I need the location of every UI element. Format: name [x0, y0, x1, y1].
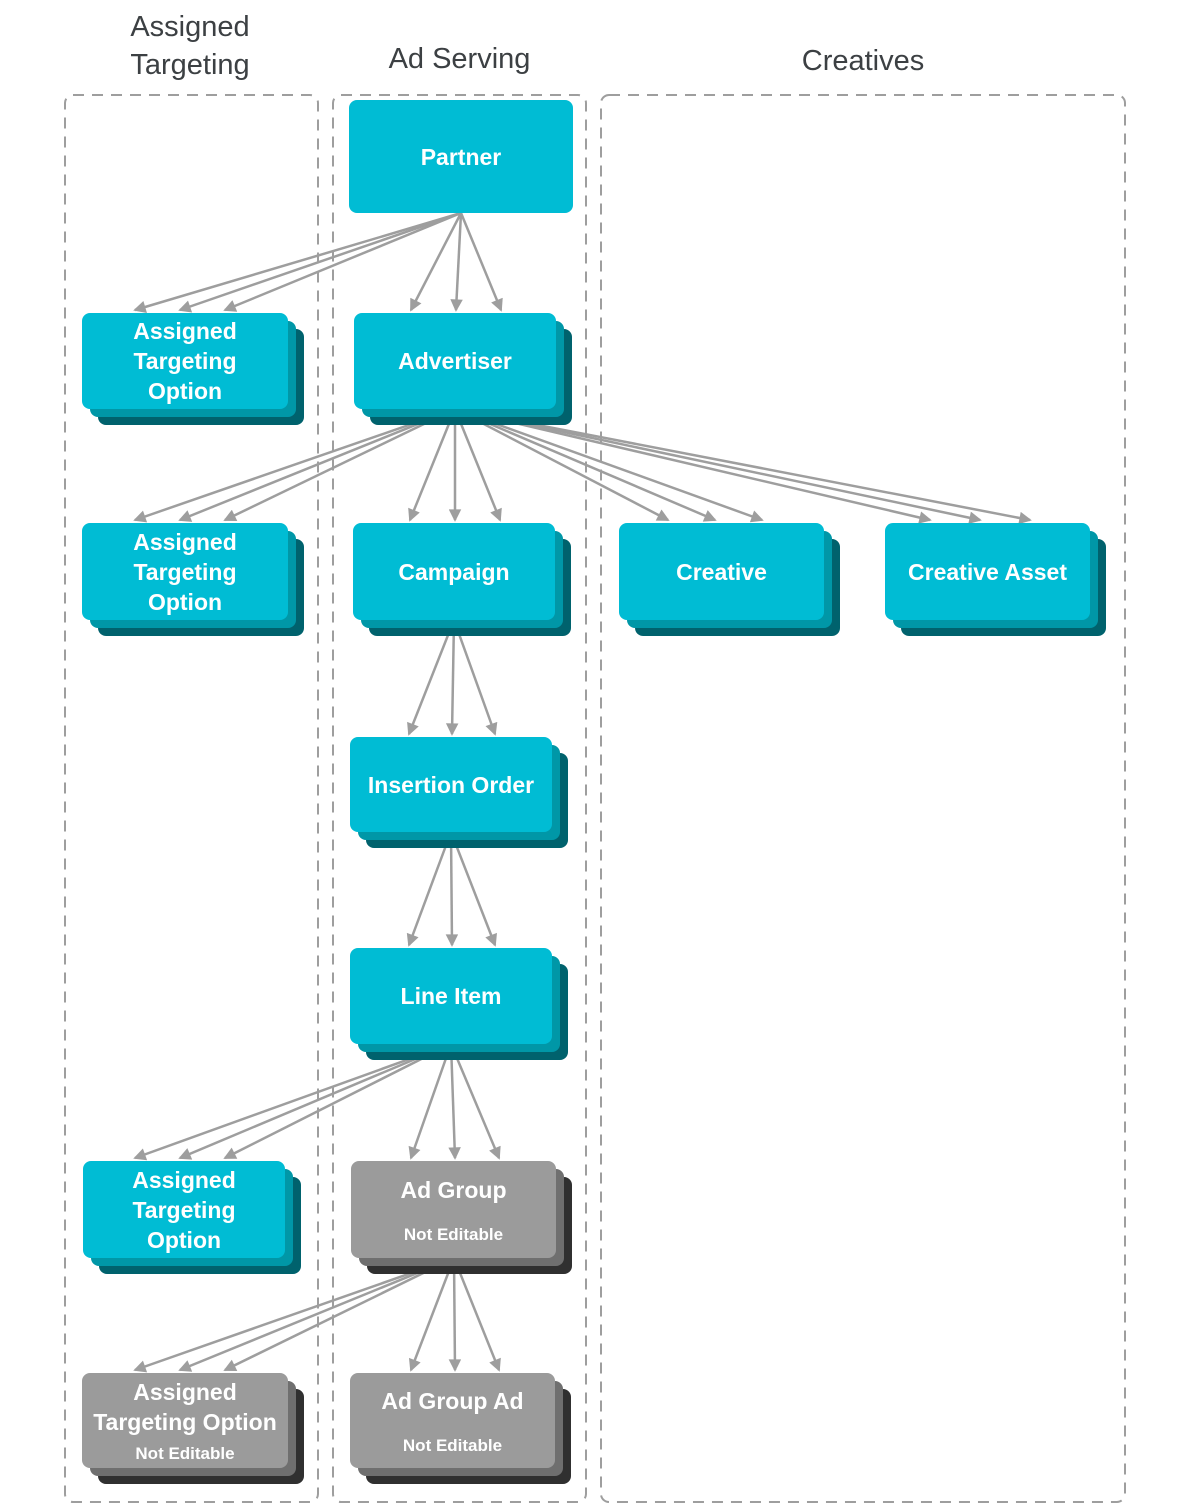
arrows-advertiser-to-campaign	[408, 408, 502, 522]
column-header-assigned-targeting: Assigned Targeting	[130, 11, 250, 81]
node-assigned-targeting-option-advertiser-level: Assigned Targeting Option	[82, 523, 288, 620]
node-assigned-targeting-option-line-item-level: Assigned Targeting Option	[83, 1161, 285, 1258]
node-label: Assigned Targeting Option	[93, 1379, 277, 1435]
arrows-ad-group-to-assigned-targeting-option	[133, 1256, 455, 1373]
arrows-partner-to-assigned-targeting-option	[133, 211, 462, 313]
column-header-ad-serving: Ad Serving	[388, 43, 531, 75]
node-advertiser: Advertiser	[354, 313, 556, 409]
node-partner: Partner	[349, 100, 573, 213]
node-line-item-label: Line Item	[400, 983, 502, 1009]
column-border-ad-serving	[332, 94, 587, 1503]
node-ad-group-ad-label: Ad Group Ad	[381, 1387, 524, 1414]
node-advertiser-label: Advertiser	[398, 348, 512, 374]
node-ad-group: Ad Group Not Editable	[351, 1161, 556, 1258]
node-ad-group-ad: Ad Group Ad Not Editable	[350, 1373, 555, 1468]
node-label: Assigned Targeting Option	[133, 528, 237, 615]
node-assigned-targeting-option-partner-level: Assigned Targeting Option	[82, 313, 288, 409]
node-creative: Creative	[619, 523, 824, 620]
not-editable-badge: Not Editable	[403, 1224, 504, 1244]
arrows-advertiser-to-assigned-targeting-option	[133, 407, 456, 523]
node-creative-asset-label: Creative Asset	[908, 558, 1067, 585]
arrows-ad-group-to-ad-group-ad	[408, 1257, 501, 1372]
arrows-advertiser-to-creative	[454, 407, 764, 523]
node-assigned-targeting-option-ad-group-level: Assigned Targeting Option Not Editable	[82, 1373, 288, 1468]
node-creative-label: Creative	[676, 558, 767, 585]
node-creative-asset: Creative Asset	[885, 523, 1090, 620]
column-border-creatives	[600, 94, 1126, 1503]
node-ad-group-label: Ad Group	[400, 1176, 507, 1203]
arrows-line-item-to-ad-group	[408, 1043, 501, 1160]
node-insertion-order: Insertion Order	[350, 737, 552, 832]
arrows-line-item-to-assigned-targeting-option	[133, 1042, 452, 1161]
node-insertion-order-label: Insertion Order	[367, 771, 535, 798]
column-border-assigned-targeting	[64, 94, 319, 1503]
not-editable-badge: Not Editable	[135, 1444, 235, 1463]
arrows-campaign-to-insertion-order	[407, 619, 498, 736]
node-line-item: Line Item	[350, 948, 552, 1044]
arrows-partner-to-advertiser	[409, 212, 503, 312]
node-label: Assigned Targeting Option	[132, 1166, 236, 1253]
node-partner-label: Partner	[420, 143, 502, 170]
node-campaign: Campaign	[353, 523, 555, 620]
arrows-insertion-order-to-line-item	[406, 831, 497, 947]
column-header-creatives: Creatives	[801, 45, 925, 77]
not-editable-badge: Not Editable	[402, 1435, 503, 1455]
arrows-advertiser-to-creative-asset	[454, 407, 1032, 525]
node-label: Assigned Targeting Option	[133, 318, 237, 404]
node-campaign-label: Campaign	[398, 558, 510, 585]
